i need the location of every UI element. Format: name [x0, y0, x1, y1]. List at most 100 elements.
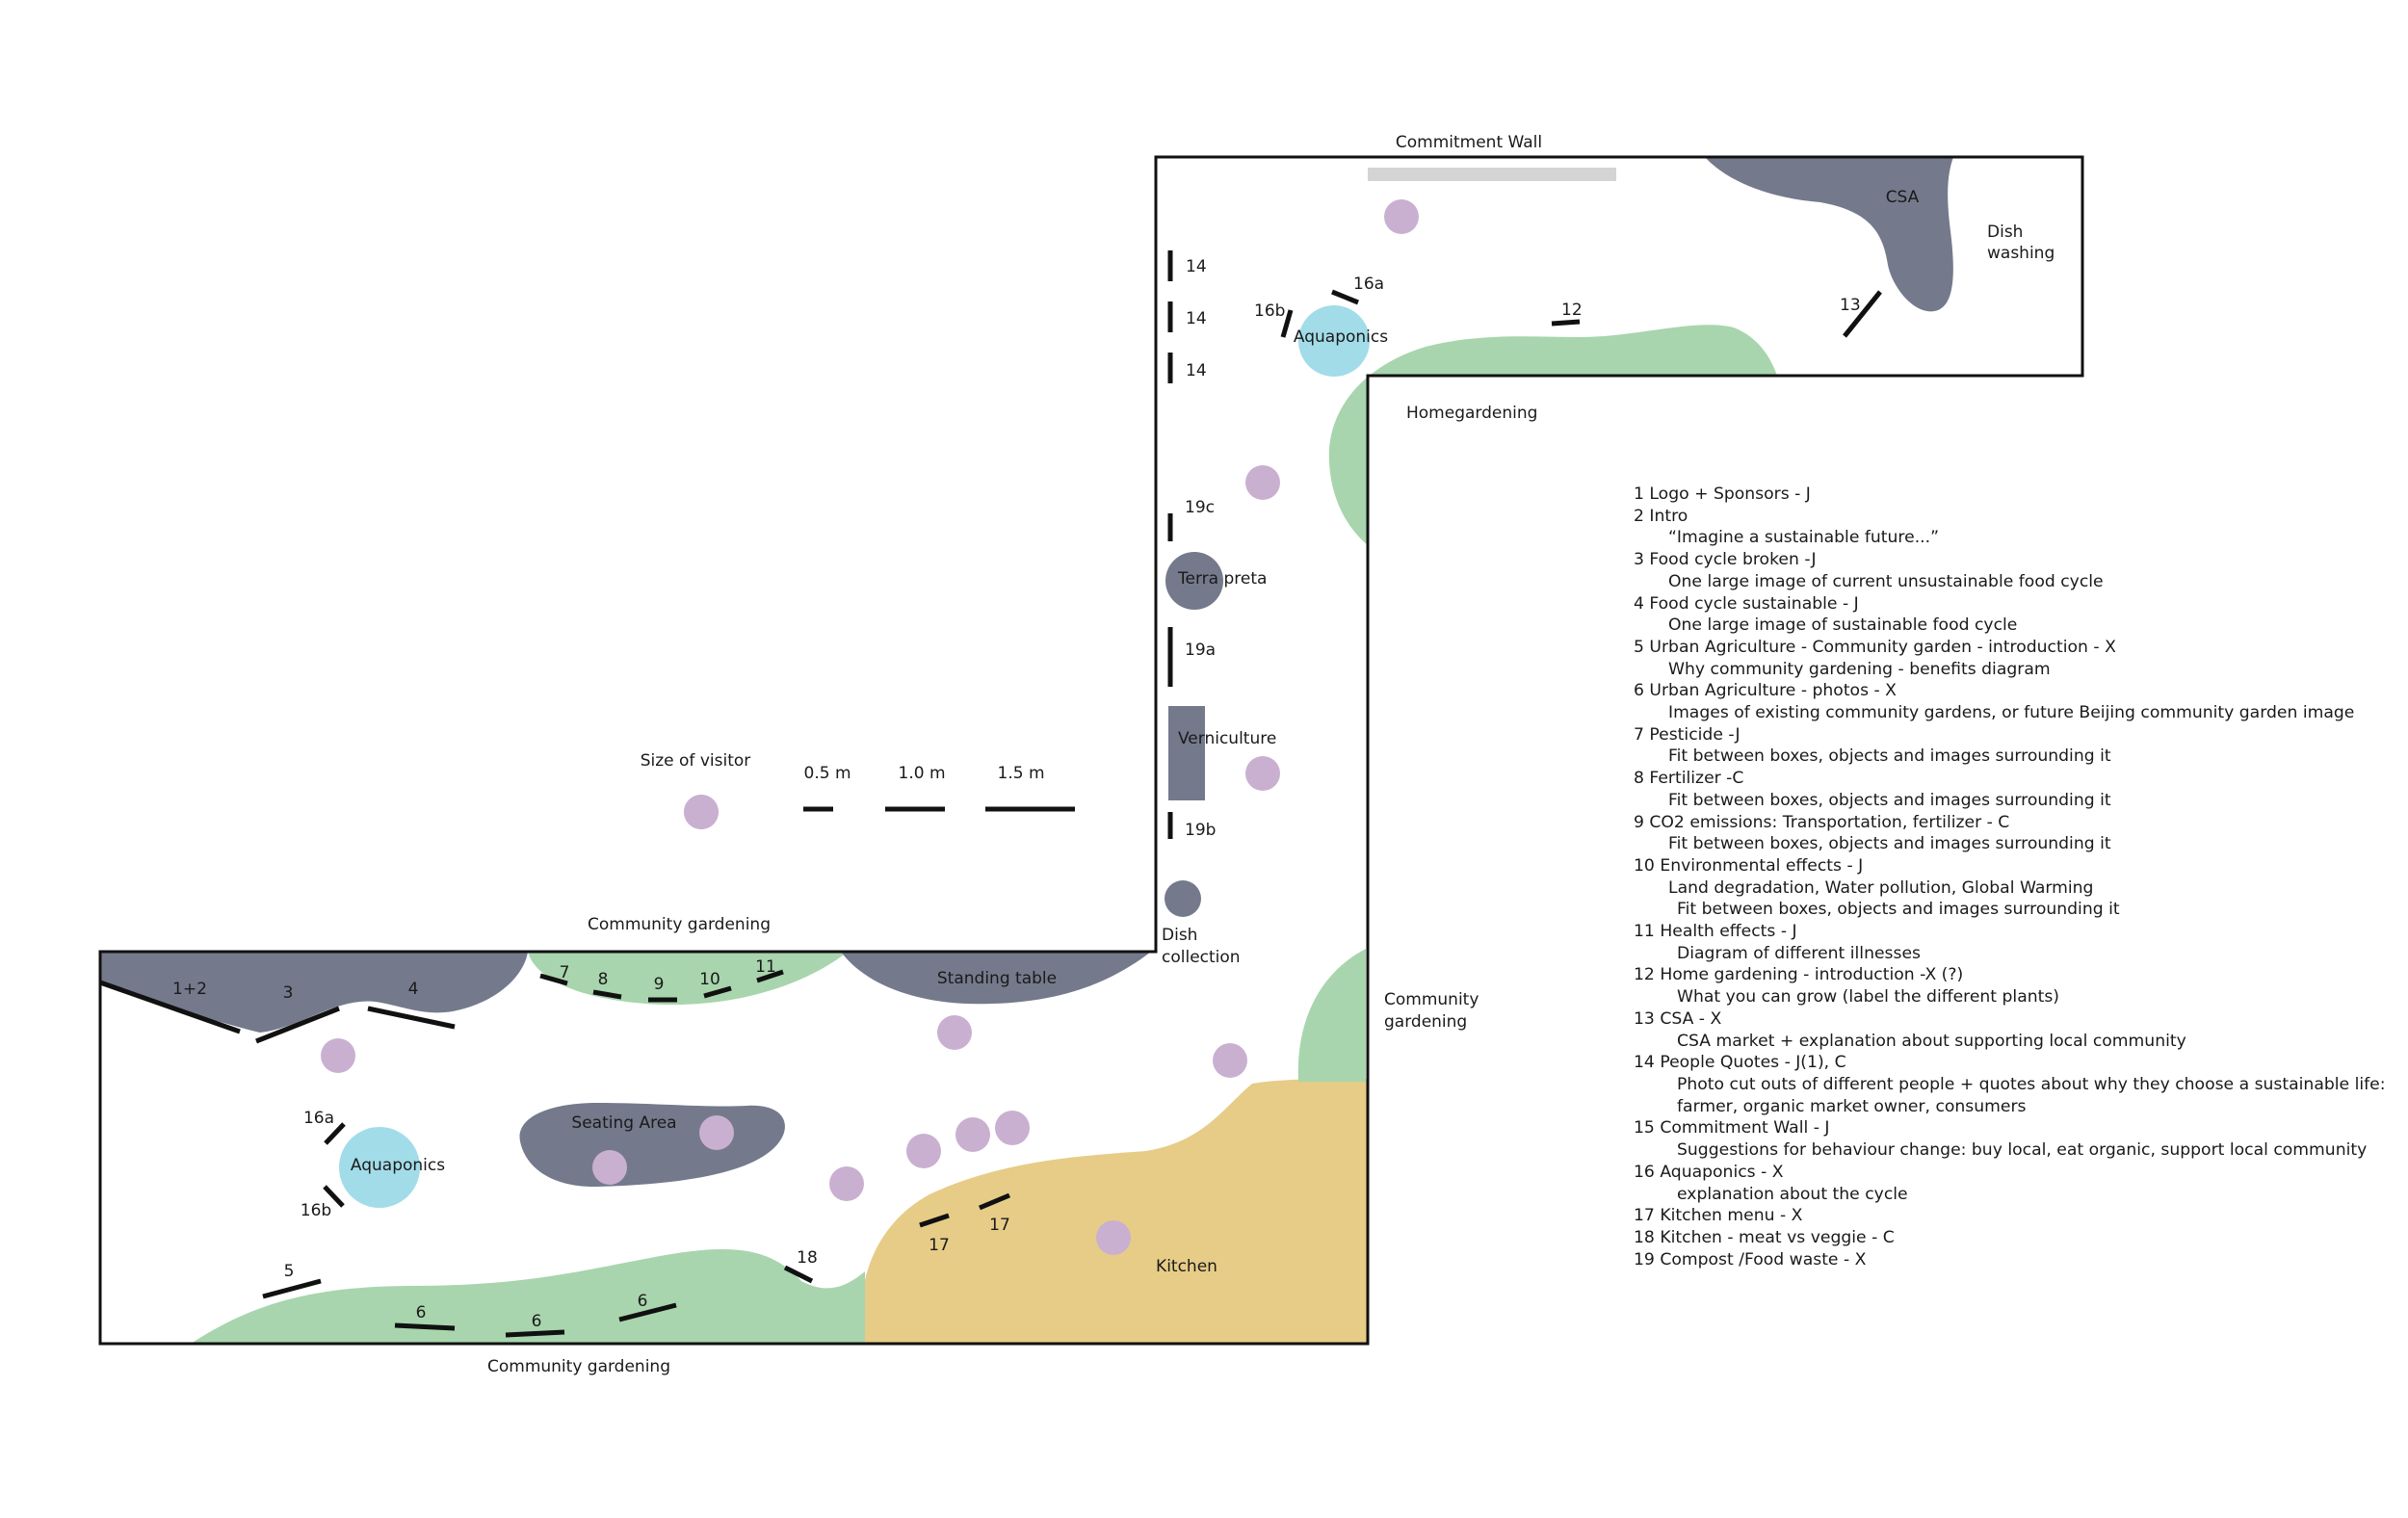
number-17-b: 17 — [989, 1216, 1010, 1235]
legend-item: “Imagine a sustainable future...” — [1668, 528, 1939, 548]
number-3: 3 — [283, 983, 294, 1003]
community-gardening-bottom-label: Community gardening — [487, 1357, 670, 1376]
number-16b-top: 16b — [1254, 301, 1285, 321]
panel-5 — [262, 1278, 322, 1299]
panel-17-a — [919, 1213, 950, 1228]
legend-item: One large image of current unsustainable… — [1668, 571, 2104, 591]
legend-item: 10 Environmental effects - J — [1634, 855, 1864, 876]
visitor-circle — [829, 1166, 864, 1201]
visitor-circle — [1213, 1043, 1247, 1078]
scale-label-15: 1.5 m — [998, 764, 1045, 783]
legend-item: Why community gardening - benefits diagr… — [1668, 659, 2051, 679]
number-5: 5 — [284, 1262, 295, 1281]
legend-item: Images of existing community gardens, or… — [1668, 703, 2355, 723]
legend-item: 13 CSA - X — [1634, 1008, 1722, 1029]
panel-8 — [592, 989, 622, 1000]
number-14-c: 14 — [1186, 361, 1207, 380]
number-11: 11 — [755, 957, 776, 977]
legend-item: Suggestions for behaviour change: buy lo… — [1677, 1140, 2368, 1161]
legend-item: 1 Logo + Sponsors - J — [1634, 484, 1811, 504]
legend-item: explanation about the cycle — [1677, 1184, 1908, 1204]
number-6-a: 6 — [416, 1303, 427, 1322]
number-1-2: 1+2 — [172, 980, 207, 999]
seating-area-label: Seating Area — [571, 1113, 676, 1133]
visitor-circle — [1245, 756, 1280, 791]
legend-item: Land degradation, Water pollution, Globa… — [1668, 877, 2094, 898]
panel-6-b — [505, 1329, 565, 1338]
homegardening-label: Homegardening — [1406, 404, 1537, 423]
number-19c: 19c — [1185, 498, 1215, 517]
legend-item: Fit between boxes, objects and images su… — [1677, 900, 2120, 920]
community-garden-right-zone — [1297, 949, 1366, 1082]
legend-item: 7 Pesticide -J — [1634, 724, 1741, 745]
terra-preta-zone — [1165, 552, 1223, 610]
csa-label: CSA — [1886, 188, 1920, 207]
number-8: 8 — [598, 970, 609, 989]
legend-item: 12 Home gardening - introduction -X (?) — [1634, 965, 1964, 985]
number-19b: 19b — [1185, 821, 1216, 840]
number-16b-left: 16b — [301, 1201, 331, 1220]
panel-6-a — [394, 1322, 456, 1331]
visitor-circle — [906, 1134, 941, 1168]
visitor-circle — [995, 1111, 1030, 1145]
panel-1-2 — [99, 980, 241, 1034]
legend-item: Photo cut outs of different people + quo… — [1677, 1074, 2386, 1094]
visitor-circle — [955, 1117, 990, 1152]
panel-16b-top — [1280, 309, 1294, 338]
panel-13 — [1843, 290, 1882, 338]
panel-12 — [1551, 319, 1581, 327]
panel-16a-left — [324, 1122, 346, 1145]
verniculture-label: Verniculture — [1178, 729, 1276, 748]
standing-table-zone — [841, 952, 1151, 1005]
number-6-b: 6 — [532, 1312, 542, 1331]
scale-title: Size of visitor — [641, 751, 751, 771]
legend-item: 4 Food cycle sustainable - J — [1634, 593, 1859, 614]
legend-item: Fit between boxes, objects and images su… — [1668, 790, 2111, 810]
legend-item: 11 Health effects - J — [1634, 922, 1797, 942]
legend-item: 8 Fertilizer -C — [1634, 769, 1744, 789]
number-9: 9 — [654, 975, 665, 994]
legend-item: 5 Urban Agriculture - Community garden -… — [1634, 637, 2116, 657]
scale-reference: Size of visitor 0.5 m 1.0 m 1.5 m — [641, 751, 1075, 829]
number-16a-top: 16a — [1353, 275, 1384, 294]
panel-4 — [367, 1006, 456, 1030]
legend-item: 19 Compost /Food waste - X — [1634, 1249, 1867, 1269]
number-6-c: 6 — [638, 1292, 648, 1311]
legend-item: 16 Aquaponics - X — [1634, 1162, 1784, 1182]
panel-18 — [783, 1265, 814, 1284]
aquaponics-left-label: Aquaponics — [351, 1156, 445, 1175]
legend-item: Fit between boxes, objects and images su… — [1668, 746, 2111, 767]
legend-item: CSA market + explanation about supportin… — [1677, 1031, 2186, 1051]
legend-item: 3 Food cycle broken -J — [1634, 550, 1817, 570]
number-12: 12 — [1561, 301, 1583, 320]
homegardening-zone — [1328, 325, 1777, 545]
intro-panel-zone — [100, 952, 528, 1033]
legend-item: 17 Kitchen menu - X — [1634, 1206, 1803, 1226]
legend-item: 14 People Quotes - J(1), C — [1634, 1053, 1846, 1073]
panel-3 — [255, 1006, 340, 1044]
commitment-wall-bar — [1368, 168, 1616, 181]
panel-11 — [756, 969, 784, 983]
aquaponics-top-zone — [1298, 305, 1370, 377]
legend-item: What you can grow (label the different p… — [1677, 987, 2060, 1008]
panel-numbers: 14 14 14 16a 16b 12 13 19c 19a 19b 1+2 3… — [172, 257, 1861, 1331]
visitor-size-circle — [684, 795, 719, 829]
number-13: 13 — [1840, 296, 1861, 315]
legend-item: Diagram of different illnesses — [1677, 943, 1921, 963]
aquaponics-left-zone — [339, 1127, 420, 1208]
visitor-circle — [321, 1038, 355, 1073]
standing-table-label: Standing table — [937, 969, 1057, 988]
room-outline — [98, 155, 2084, 1346]
number-14-b: 14 — [1186, 309, 1207, 328]
panel-6-c — [618, 1302, 677, 1322]
number-4: 4 — [408, 980, 419, 999]
legend-item: 9 CO2 emissions: Transportation, fertili… — [1634, 812, 2010, 832]
panel-markers — [99, 250, 1882, 1338]
kitchen-label: Kitchen — [1156, 1257, 1217, 1276]
panel-17-b — [979, 1192, 1010, 1211]
legend-item: 6 Urban Agriculture - photos - X — [1634, 681, 1897, 701]
panel-10 — [703, 985, 732, 999]
panel-7 — [539, 973, 568, 986]
